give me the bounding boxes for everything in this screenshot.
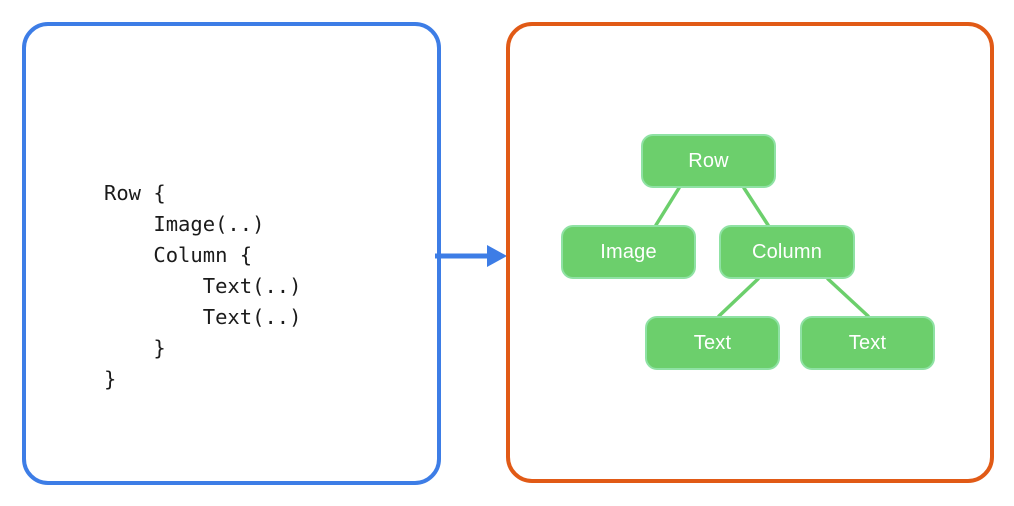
code-snippet: Row { Image(..) Column { Text(..) Text(.… [104,181,302,391]
transform-arrow-icon [435,245,507,267]
tree-node-row-label: Row [688,149,729,172]
tree-node-text-2-label: Text [848,331,887,354]
edge-row-column [742,186,770,227]
tree-edges [654,186,870,318]
tree-node-text-2[interactable]: Text [800,316,935,370]
tree-node-image[interactable]: Image [561,225,696,279]
code-panel: Row { Image(..) Column { Text(..) Text(.… [22,22,441,485]
edge-column-text1 [717,277,760,318]
edge-row-image [654,186,681,227]
tree-node-text-1-label: Text [693,331,732,354]
tree-node-column[interactable]: Column [719,225,855,279]
tree-node-column-label: Column [751,240,823,263]
tree-node-text-1[interactable]: Text [645,316,780,370]
edge-column-text2 [826,277,870,318]
tree-node-image-label: Image [600,240,657,263]
tree-node-row[interactable]: Row [641,134,776,188]
